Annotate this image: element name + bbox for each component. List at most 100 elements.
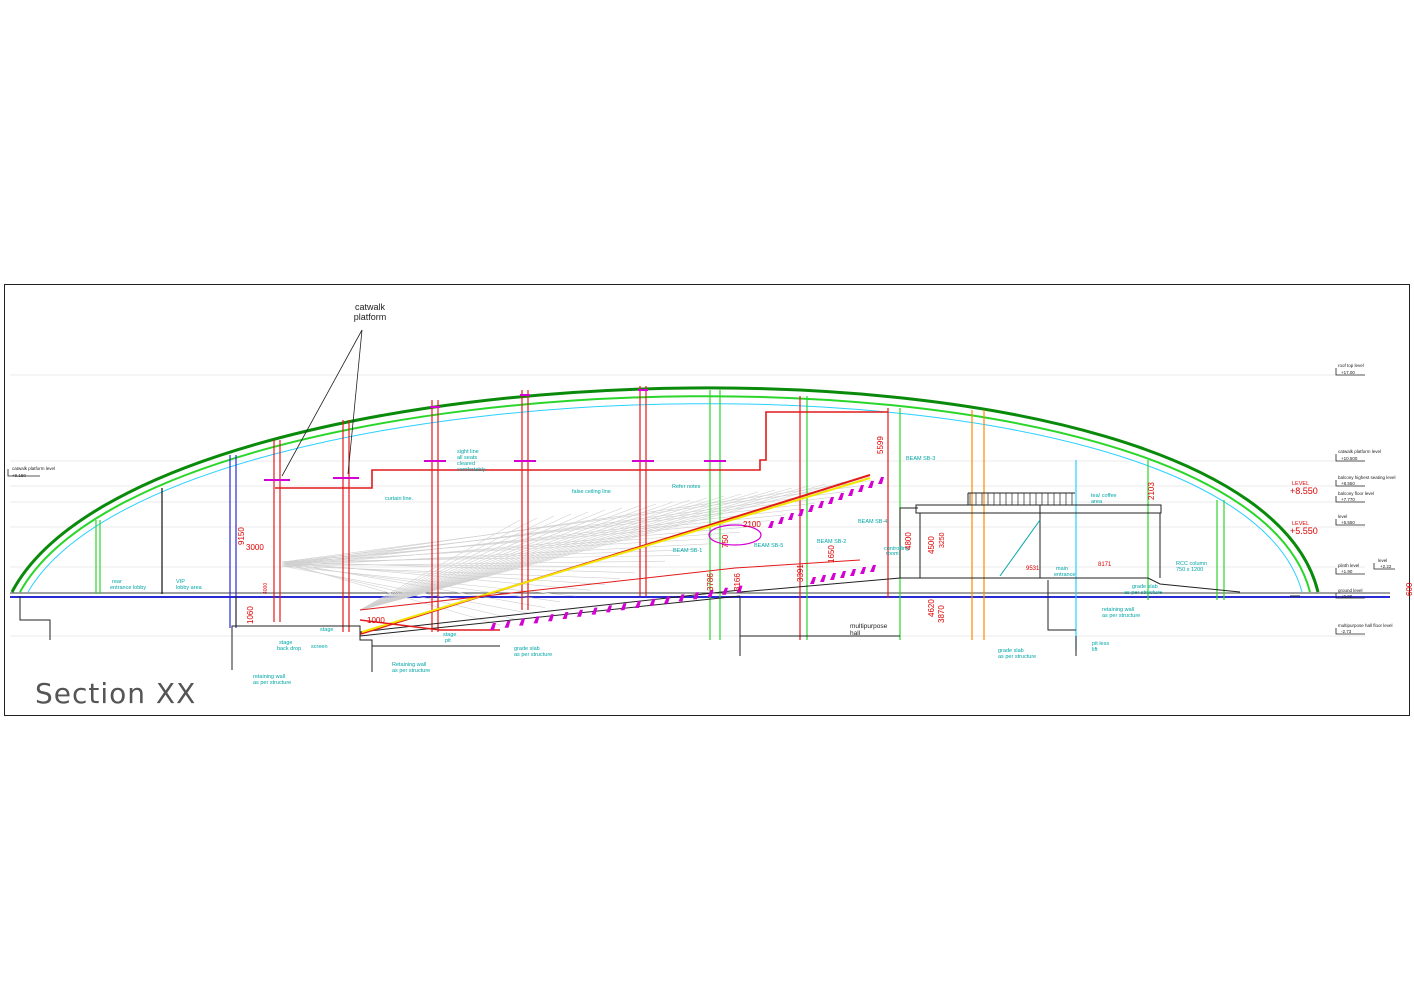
- sight-line-label-3: cleared: [457, 461, 475, 467]
- sight-fan-line: [359, 481, 844, 611]
- plinth-level-value: +1.90: [1341, 569, 1353, 574]
- multipurpose-floor-level-value: -2.73: [1341, 629, 1352, 634]
- balcony-floor-level-name: balcony floor level: [1338, 491, 1374, 496]
- dim-1650: 1650: [827, 545, 836, 563]
- refer-notes-ellipse: [708, 524, 762, 546]
- main-entrance-label-2: entrance: [1054, 572, 1075, 578]
- balcony-seat: [788, 513, 794, 520]
- rcc-column-label-1: RCC column: [1176, 561, 1207, 567]
- sight-fan-line: [359, 495, 725, 611]
- big-level-1-label: LEVEL: [1292, 481, 1309, 487]
- seat: [678, 594, 685, 602]
- main-entrance-label-1: main: [1056, 566, 1068, 572]
- balcony-seat: [858, 485, 864, 492]
- seat: [620, 603, 627, 611]
- rear-seat: [830, 573, 836, 580]
- balcony-seat: [868, 481, 874, 488]
- big-level-2-label: LEVEL: [1292, 521, 1309, 527]
- sight-fan-line: [281, 479, 876, 565]
- dim-4500: 4500: [927, 536, 936, 554]
- vip-label-2: lobby area: [176, 585, 203, 591]
- sight-fan-line: [359, 511, 589, 611]
- sight-fan-line: [359, 497, 708, 611]
- dim-2100: 2100: [743, 520, 761, 529]
- pit-lift-label-1: pit less: [1092, 641, 1109, 647]
- retaining-wall-center-1: Retaining wall: [392, 662, 426, 668]
- balcony-seat: [778, 517, 784, 524]
- seat: [591, 607, 598, 615]
- column-caps: [264, 389, 726, 481]
- drawing-frame: [4, 284, 1410, 716]
- retaining-wall-left-2: as per structure: [253, 680, 291, 686]
- dim-600: 600: [1405, 582, 1414, 596]
- vip-label-1: VIP: [176, 579, 185, 585]
- balcony-seat: [818, 501, 824, 508]
- sight-fan-line: [359, 505, 640, 611]
- sight-fan-line: [281, 563, 561, 603]
- dim-3391: 3391: [796, 564, 805, 582]
- rear-seat: [850, 569, 856, 576]
- sight-fan-line: [359, 513, 572, 611]
- roof-top-level-name: roof top level: [1338, 363, 1364, 368]
- level-5550-name: level: [1338, 514, 1347, 519]
- dim-4620: 4620: [927, 599, 936, 617]
- catwalk-level-name: catwalk platform level: [1338, 449, 1381, 454]
- retaining-wall-right-2: as per structure: [1102, 613, 1140, 619]
- rear-seat: [810, 577, 816, 584]
- dim-3166: 3166: [733, 573, 742, 591]
- dim-3870: 3870: [937, 605, 946, 623]
- balcony-seat: [848, 489, 854, 496]
- left-level-value: +9.150: [12, 473, 26, 478]
- dim-9150: 9150: [237, 527, 246, 545]
- sight-fan-line: [359, 501, 674, 611]
- sight-line-fan: [281, 479, 876, 626]
- rear-seat: [840, 571, 846, 578]
- seat: [707, 590, 714, 597]
- beam-sb5-label: BEAM SB-5: [754, 543, 783, 549]
- sight-fan-line: [281, 561, 546, 608]
- dim-1060: 1060: [246, 606, 255, 624]
- auditorium-seats: [490, 477, 884, 630]
- section-title: Section XX: [35, 677, 196, 710]
- dim-2103: 2103: [1147, 482, 1156, 500]
- rcc-column-label-2: 750 x 1200: [1176, 567, 1203, 573]
- retaining-wall-left-1: retaining wall: [253, 674, 285, 680]
- multipurpose-hall-label-2: hall: [850, 630, 861, 637]
- stage-pit-label-2: pit: [445, 638, 451, 644]
- seat: [606, 605, 612, 613]
- structure-columns: [95, 386, 1225, 650]
- sight-fan-line: [359, 489, 776, 611]
- seat: [635, 601, 641, 608]
- seat: [664, 596, 670, 604]
- grade-slab-right-2: as per structure: [1124, 590, 1162, 596]
- stage-pit-label-1: stage: [443, 632, 456, 638]
- tea-coffee-label-2: area: [1091, 499, 1103, 505]
- catwalk-leaders: [281, 329, 363, 477]
- stage-backdrop-label-1: stage: [279, 640, 292, 646]
- curtain-line-label: curtain line.: [385, 496, 414, 502]
- tea-coffee-label-1: tea/ coffee: [1091, 493, 1117, 499]
- dim-8171: 8171: [1098, 562, 1112, 568]
- seat: [519, 618, 525, 626]
- seat: [577, 609, 583, 617]
- dim-4000: 4000: [263, 583, 269, 594]
- seat: [504, 620, 511, 628]
- rear-seat: [820, 575, 826, 582]
- balcony-seating-level-name: balcony highest seating level: [1338, 475, 1396, 480]
- grade-slab-bottom-2: as per structure: [998, 654, 1036, 660]
- ground-level-name: ground level: [1338, 588, 1363, 593]
- roof-top-level-value: +17.00: [1341, 370, 1355, 375]
- grade-slab-middle-1: grade slab: [514, 646, 540, 652]
- balcony-railing: [969, 493, 1073, 505]
- stage-label: stage: [320, 627, 333, 633]
- sight-fan-line: [359, 519, 521, 611]
- balcony-seating-level-value: +8.550: [1341, 481, 1355, 486]
- sight-fan-line: [281, 497, 831, 565]
- dim-9531: 9531: [1026, 566, 1040, 572]
- rear-seat: [860, 567, 866, 574]
- balcony-seat: [838, 493, 844, 500]
- dim-1000: 1000: [367, 616, 385, 625]
- retaining-wall-right-1: retaining wall: [1102, 607, 1134, 613]
- seat: [562, 612, 569, 619]
- sight-fan-line: [359, 491, 759, 611]
